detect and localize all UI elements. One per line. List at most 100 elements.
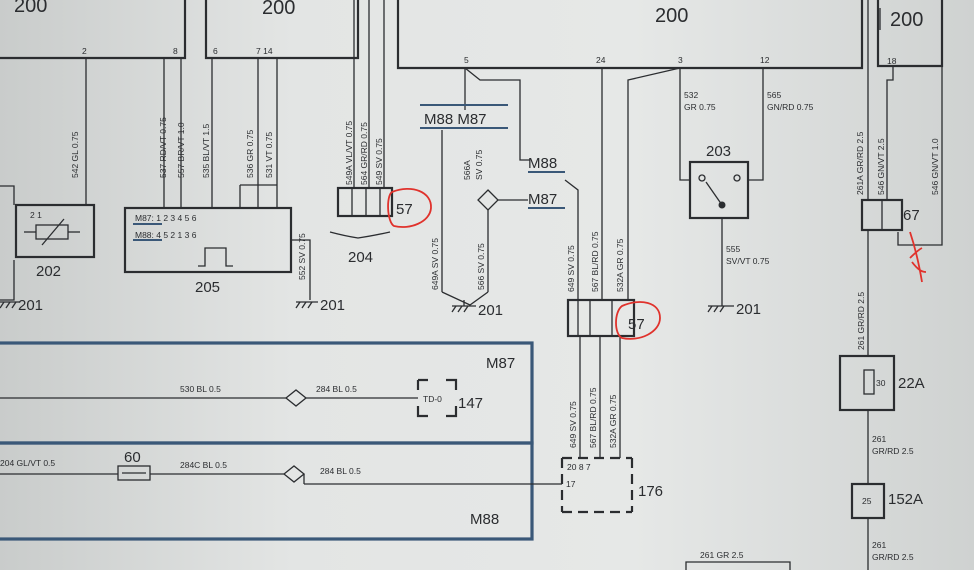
label-m88-right: M88 <box>528 155 557 172</box>
wire-261-c-label: 261 <box>872 540 886 550</box>
red-circle-57-top <box>387 187 432 228</box>
module-200-label-1: 200 <box>14 0 47 17</box>
wire-284c-label: 284C BL 0.5 <box>180 460 227 470</box>
ground-201-center <box>451 300 476 313</box>
wires-m88 <box>0 465 562 485</box>
pin-18-label: 18 <box>887 56 897 66</box>
module-200-label-4: 200 <box>890 9 923 31</box>
component-202-pins: 2 1 <box>30 210 42 220</box>
label-m88-m87-top: M88 M87 <box>424 111 487 128</box>
wire-546-label: 546 GN/VT 2.5 <box>876 138 886 195</box>
wires-right <box>838 0 943 570</box>
pin-2-label: 2 <box>82 46 87 56</box>
wire-567-bottom-label: 567 BL/RD 0.75 <box>588 387 598 448</box>
m88-box-label: M88 <box>470 511 499 528</box>
ground-201-mid-left <box>295 301 318 309</box>
pin-5-label: 5 <box>464 55 469 65</box>
wire-549a-label: 549A VL/VT 0.75 <box>344 121 354 185</box>
wire-261a-label: 261A GR/RD 2.5 <box>855 131 865 195</box>
wire-565-label: 565 <box>767 90 781 100</box>
component-147-label: 147 <box>458 395 483 412</box>
pin-8-label: 8 <box>173 46 178 56</box>
wire-555-spec-label: SV/VT 0.75 <box>726 256 770 266</box>
wire-557-label: 557 BR/VT 1.0 <box>176 122 186 178</box>
fuse-30-label: 30 <box>876 378 886 388</box>
wire-564-label: 564 GR/RD 0.75 <box>359 122 369 185</box>
component-205-pins-m87: M87: 1 2 3 4 5 6 <box>135 213 197 223</box>
relay-203-label: 203 <box>706 143 731 160</box>
ground-201-left <box>0 301 20 309</box>
ground-201-left-label: 201 <box>18 297 43 314</box>
connector-57-top-label: 57 <box>396 201 413 218</box>
wire-284a-label: 284 BL 0.5 <box>316 384 357 394</box>
label-m87-right: M87 <box>528 191 557 208</box>
ground-201-right <box>707 305 734 313</box>
component-176-label: 176 <box>638 483 663 500</box>
wire-536-label: 536 GR 0.75 <box>245 130 255 178</box>
component-202-box <box>14 203 96 259</box>
wire-284b-label: 284 BL 0.5 <box>320 466 361 476</box>
wire-566a-sub-label: SV 0.75 <box>474 149 484 180</box>
wire-546b-label: 546 GN/VT 1.0 <box>930 138 940 195</box>
ground-201-center-label: 201 <box>478 302 503 319</box>
ground-201-right-label: 201 <box>736 301 761 318</box>
wires-left <box>0 58 311 301</box>
wire-531-label: 531 VT 0.75 <box>264 132 274 178</box>
component-176-pin-17: 17 <box>566 479 576 489</box>
wire-649-top-label: 649 SV 0.75 <box>566 245 576 292</box>
module-200-label-3: 200 <box>655 5 688 27</box>
wire-565-spec-label: GN/RD 0.75 <box>767 102 814 112</box>
red-arrow-67 <box>909 231 927 283</box>
component-176-box <box>560 456 634 514</box>
pin-3-label: 3 <box>678 55 683 65</box>
wire-530-label: 530 BL 0.5 <box>180 384 221 394</box>
wire-204-label: 204 GL/VT 0.5 <box>0 458 55 468</box>
wire-261-b-label: 261 <box>872 434 886 444</box>
connector-57-mid-label: 57 <box>628 316 645 333</box>
component-202-label: 202 <box>36 263 61 280</box>
wire-649-bottom-label: 649 SV 0.75 <box>568 401 578 448</box>
wire-555-label: 555 <box>726 244 740 254</box>
fuse-22a-label: 22A <box>898 375 925 392</box>
wire-566a-label: 566A <box>462 160 472 180</box>
pin-24-label: 24 <box>596 55 606 65</box>
connector-67-label: 67 <box>903 207 920 224</box>
wire-567-top-label: 567 BL/RD 0.75 <box>590 231 600 292</box>
pin-12-label: 12 <box>760 55 770 65</box>
fuse-60-label: 60 <box>124 449 141 466</box>
component-205-box <box>123 206 293 274</box>
m87-box <box>0 341 534 445</box>
wire-537-label: 537 RD/VT 0.75 <box>158 117 168 178</box>
component-205-label: 205 <box>195 279 220 296</box>
wire-566-label: 566 SV 0.75 <box>476 243 486 290</box>
connector-204-label: 204 <box>348 249 373 266</box>
wire-532a-bottom-label: 532A GR 0.75 <box>608 394 618 448</box>
wire-532a-top-label: 532A GR 0.75 <box>615 238 625 292</box>
bottom-box <box>685 561 791 570</box>
wires-m87 <box>0 378 458 418</box>
wire-532-label: 532 <box>684 90 698 100</box>
wires-204 <box>329 0 394 239</box>
wire-649a-label: 649A SV 0.75 <box>430 238 440 290</box>
wires-203 <box>679 68 764 306</box>
module-200-box-left <box>0 0 944 70</box>
m87-box-label: M87 <box>486 355 515 372</box>
component-205-pins-m88: M88: 4 5 2 1 3 6 <box>135 230 197 240</box>
m88-box <box>0 441 534 541</box>
wire-261-b-spec-label: GR/RD 2.5 <box>872 446 914 456</box>
wire-535-label: 535 BL/VT 1.5 <box>201 124 211 178</box>
wire-261-c-spec-label: GR/RD 2.5 <box>872 552 914 562</box>
ground-201-mid-left-label: 201 <box>320 297 345 314</box>
pin-6-label: 6 <box>213 46 218 56</box>
td-label: TD-0 <box>423 394 442 404</box>
fuse-25-label: 25 <box>862 496 872 506</box>
wire-542-label: 542 GL 0.75 <box>70 131 80 178</box>
pin-7-14-label: 7 14 <box>256 46 273 56</box>
component-176-pins: 20 8 7 <box>567 462 591 472</box>
wires-center <box>420 67 579 306</box>
wire-549-label: 549 SV 0.75 <box>374 138 384 185</box>
module-200-label-2: 200 <box>262 0 295 19</box>
wire-261-bottom-label: 261 GR 2.5 <box>700 550 744 560</box>
